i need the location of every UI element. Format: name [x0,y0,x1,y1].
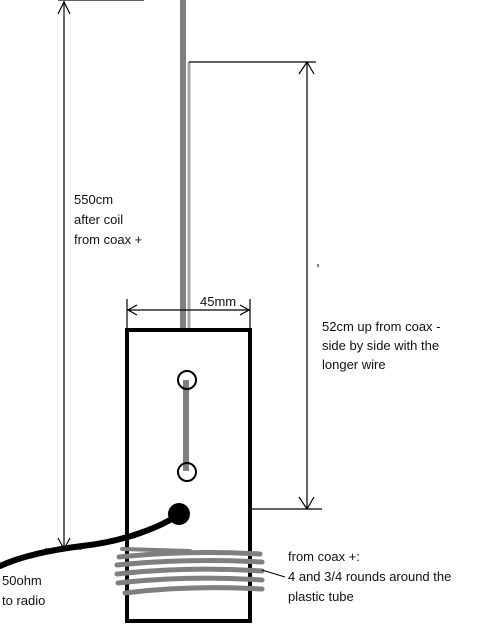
radio-label: 50ohm to radio [2,573,45,608]
long-wire-label: 550cm after coil from coax + [74,192,142,247]
coil-turn [116,550,263,560]
width-dimension [126,299,251,328]
width-label: 45mm [200,294,236,309]
coil-turn [114,558,265,568]
coil-turn [122,585,265,596]
coil-note-leader [261,569,286,578]
width-arrow-left [126,304,138,316]
coax-cable [0,511,182,569]
coil-turn [114,566,265,577]
coil-label: from coax +: 4 and 3/4 rounds around the… [288,549,455,604]
coil-windings [114,547,265,596]
short-wire-label: 52cm up from coax - side by side with th… [322,319,444,372]
width-arrow-right [239,304,251,316]
upper-hole [177,370,197,390]
long-wire-arrow-top [57,0,71,15]
short-wire-arrow-top [298,60,315,75]
lower-hole [177,462,197,482]
coil-turn [115,575,265,586]
